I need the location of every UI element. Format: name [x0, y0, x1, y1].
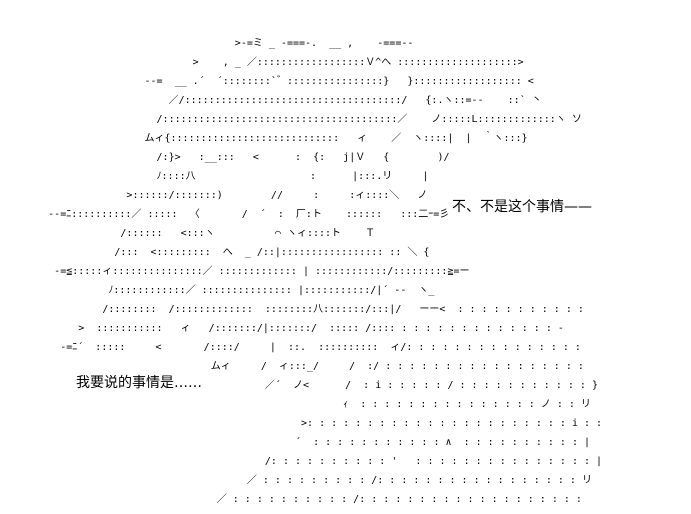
art-line: ｨ : : : : : : : : : : : : : : : ノ : : リ [0, 399, 591, 410]
art-line: -=ﾆ´ ::::: < /::::/ | ::. :::::::::: ィ/:… [0, 342, 581, 353]
art-line: /:::::::: /::::::::::::: ::::::::八::::::… [0, 304, 584, 315]
art-line: /: : : : : : : : : : ' : : : : : : : : :… [0, 456, 603, 467]
caption-denial: 不、不是这个事情—— [452, 199, 592, 215]
art-line: >-=ミ _ -===-. __ , -===-- [0, 38, 414, 49]
art-line: ／ : : : : : : : : : : /: : : : : : : : :… [0, 494, 582, 505]
art-line: ／´ ノ< / : i : : : : : / : : : : : : : : … [0, 380, 598, 391]
art-line: ／/::::::::::::::::::::::::::::::::::::/ … [0, 95, 542, 106]
art-line: -=≦:::::ィ:::::::::::::::／ ::::::::::::: … [0, 266, 470, 277]
art-line: /:}> :__::: < : {: j|Ｖ { )/ [0, 152, 450, 163]
art-line: ／ : : : : : : : : : /: : : : : : : : : :… [0, 475, 592, 486]
art-line: ﾉ::::八 : |:::.リ | [0, 171, 429, 182]
art-line: --=ﾆ::::::::::／ ::::: 〈 / ´ : 厂:ト ::::::… [0, 209, 450, 220]
art-line: >: : : : : : : : : : : : : : : : : : : :… [0, 418, 603, 429]
art-line: ムィ / ィ:::_/ / :/ : : : : : : : : : : : :… [0, 361, 584, 372]
caption-statement: 我要说的事情是…… [76, 375, 202, 391]
art-line: --= __ .´ ´::::::::`゛::::::::::::::::} }… [0, 76, 534, 87]
art-line: /:::::: <:::ヽ ⌒ ヽィ::::ト Ｔ [0, 228, 376, 239]
art-line: > ::::::::::: ィ /:::::::/|:::::::/ :::::… [0, 323, 564, 334]
art-line: /:::::::::::::::::::::::::::::::::::::::… [0, 114, 582, 125]
art-line: >::::::/:::::::) // : :ィ::::＼ ノ [0, 190, 428, 201]
art-line: ムィ{:::::::::::::::::::::::::::: ィ ／ ヽ:::… [0, 133, 528, 144]
art-line: /::: <::::::::: へ _ /::|::::::::::::::::… [0, 247, 430, 258]
art-line: > , _ ／::::::::::::::::::Ｖ^へ :::::::::::… [0, 57, 524, 68]
art-line: ´ : : : : : : : : : : : ∧ : : : : : : : … [0, 437, 591, 448]
art-line: ﾉ::::::::::::／ ::::::::::::::: |::::::::… [0, 285, 435, 296]
